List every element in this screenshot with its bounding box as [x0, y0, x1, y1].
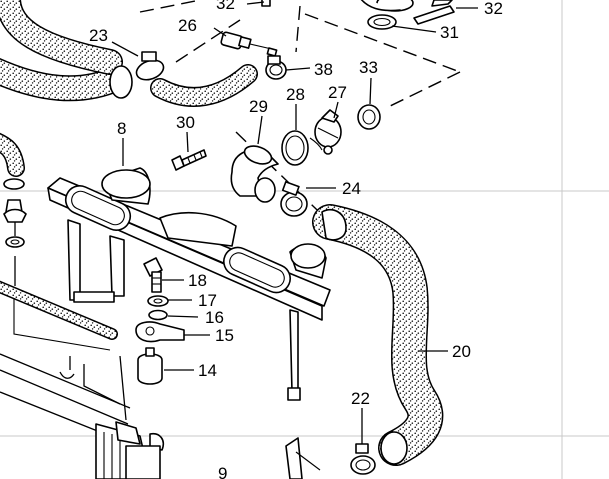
- callout-26: 26: [178, 16, 197, 35]
- callout-28: 28: [286, 85, 305, 104]
- callout-16: 16: [205, 308, 224, 327]
- hose-23: [0, 0, 133, 102]
- o-ring-28: [281, 130, 309, 166]
- bolt-30: [171, 149, 207, 171]
- callout-27: 27: [328, 83, 347, 102]
- hose-clamp-22: [350, 443, 376, 475]
- callout-20: 20: [452, 342, 471, 361]
- callout-23: 23: [89, 26, 108, 45]
- callout-9: 9: [218, 464, 227, 479]
- callout-33: 33: [359, 58, 378, 77]
- hose-20: [312, 204, 444, 466]
- callout-22: 22: [351, 389, 370, 408]
- sensor-26: [220, 31, 278, 57]
- hose-clamp-23: [135, 51, 165, 81]
- washer-17: [147, 295, 169, 307]
- bottom-bracket: [285, 437, 321, 479]
- hose-clamp-38: [265, 55, 287, 80]
- bracket-15: [135, 321, 185, 343]
- hose-small-middle: [150, 64, 258, 107]
- callout-29: 29: [249, 97, 268, 116]
- callout-14: 14: [198, 361, 217, 380]
- elbow-29: [230, 145, 279, 203]
- callout-17: 17: [198, 291, 217, 310]
- callout-38: 38: [314, 60, 333, 79]
- rubber-mount-14: [137, 347, 163, 385]
- callout-32-right: 32: [484, 0, 503, 18]
- callout-18: 18: [188, 271, 207, 290]
- bolt-18: [143, 257, 163, 293]
- callout-8: 8: [117, 119, 126, 138]
- coolant-pipe-8: [47, 167, 331, 401]
- leader-lines: [111, 1, 478, 444]
- callout-labels: 32 32 26 31 23 38 33 28 27 29 30 8 24 18…: [89, 0, 503, 479]
- left-side-parts: [3, 178, 111, 351]
- callout-24: 24: [342, 179, 361, 198]
- cap-33: [357, 104, 381, 130]
- hose-clamp-24: [280, 181, 308, 217]
- radiator: [0, 353, 165, 479]
- thermostat-27: [309, 109, 342, 155]
- top-right-parts: [261, 0, 455, 30]
- callout-32-top: 32: [216, 0, 235, 13]
- hose-left-upper: [0, 132, 25, 177]
- washer-16: [148, 309, 168, 321]
- callout-31: 31: [440, 23, 459, 42]
- callout-15: 15: [215, 326, 234, 345]
- seal-strip: [0, 280, 118, 340]
- callout-30: 30: [176, 113, 195, 132]
